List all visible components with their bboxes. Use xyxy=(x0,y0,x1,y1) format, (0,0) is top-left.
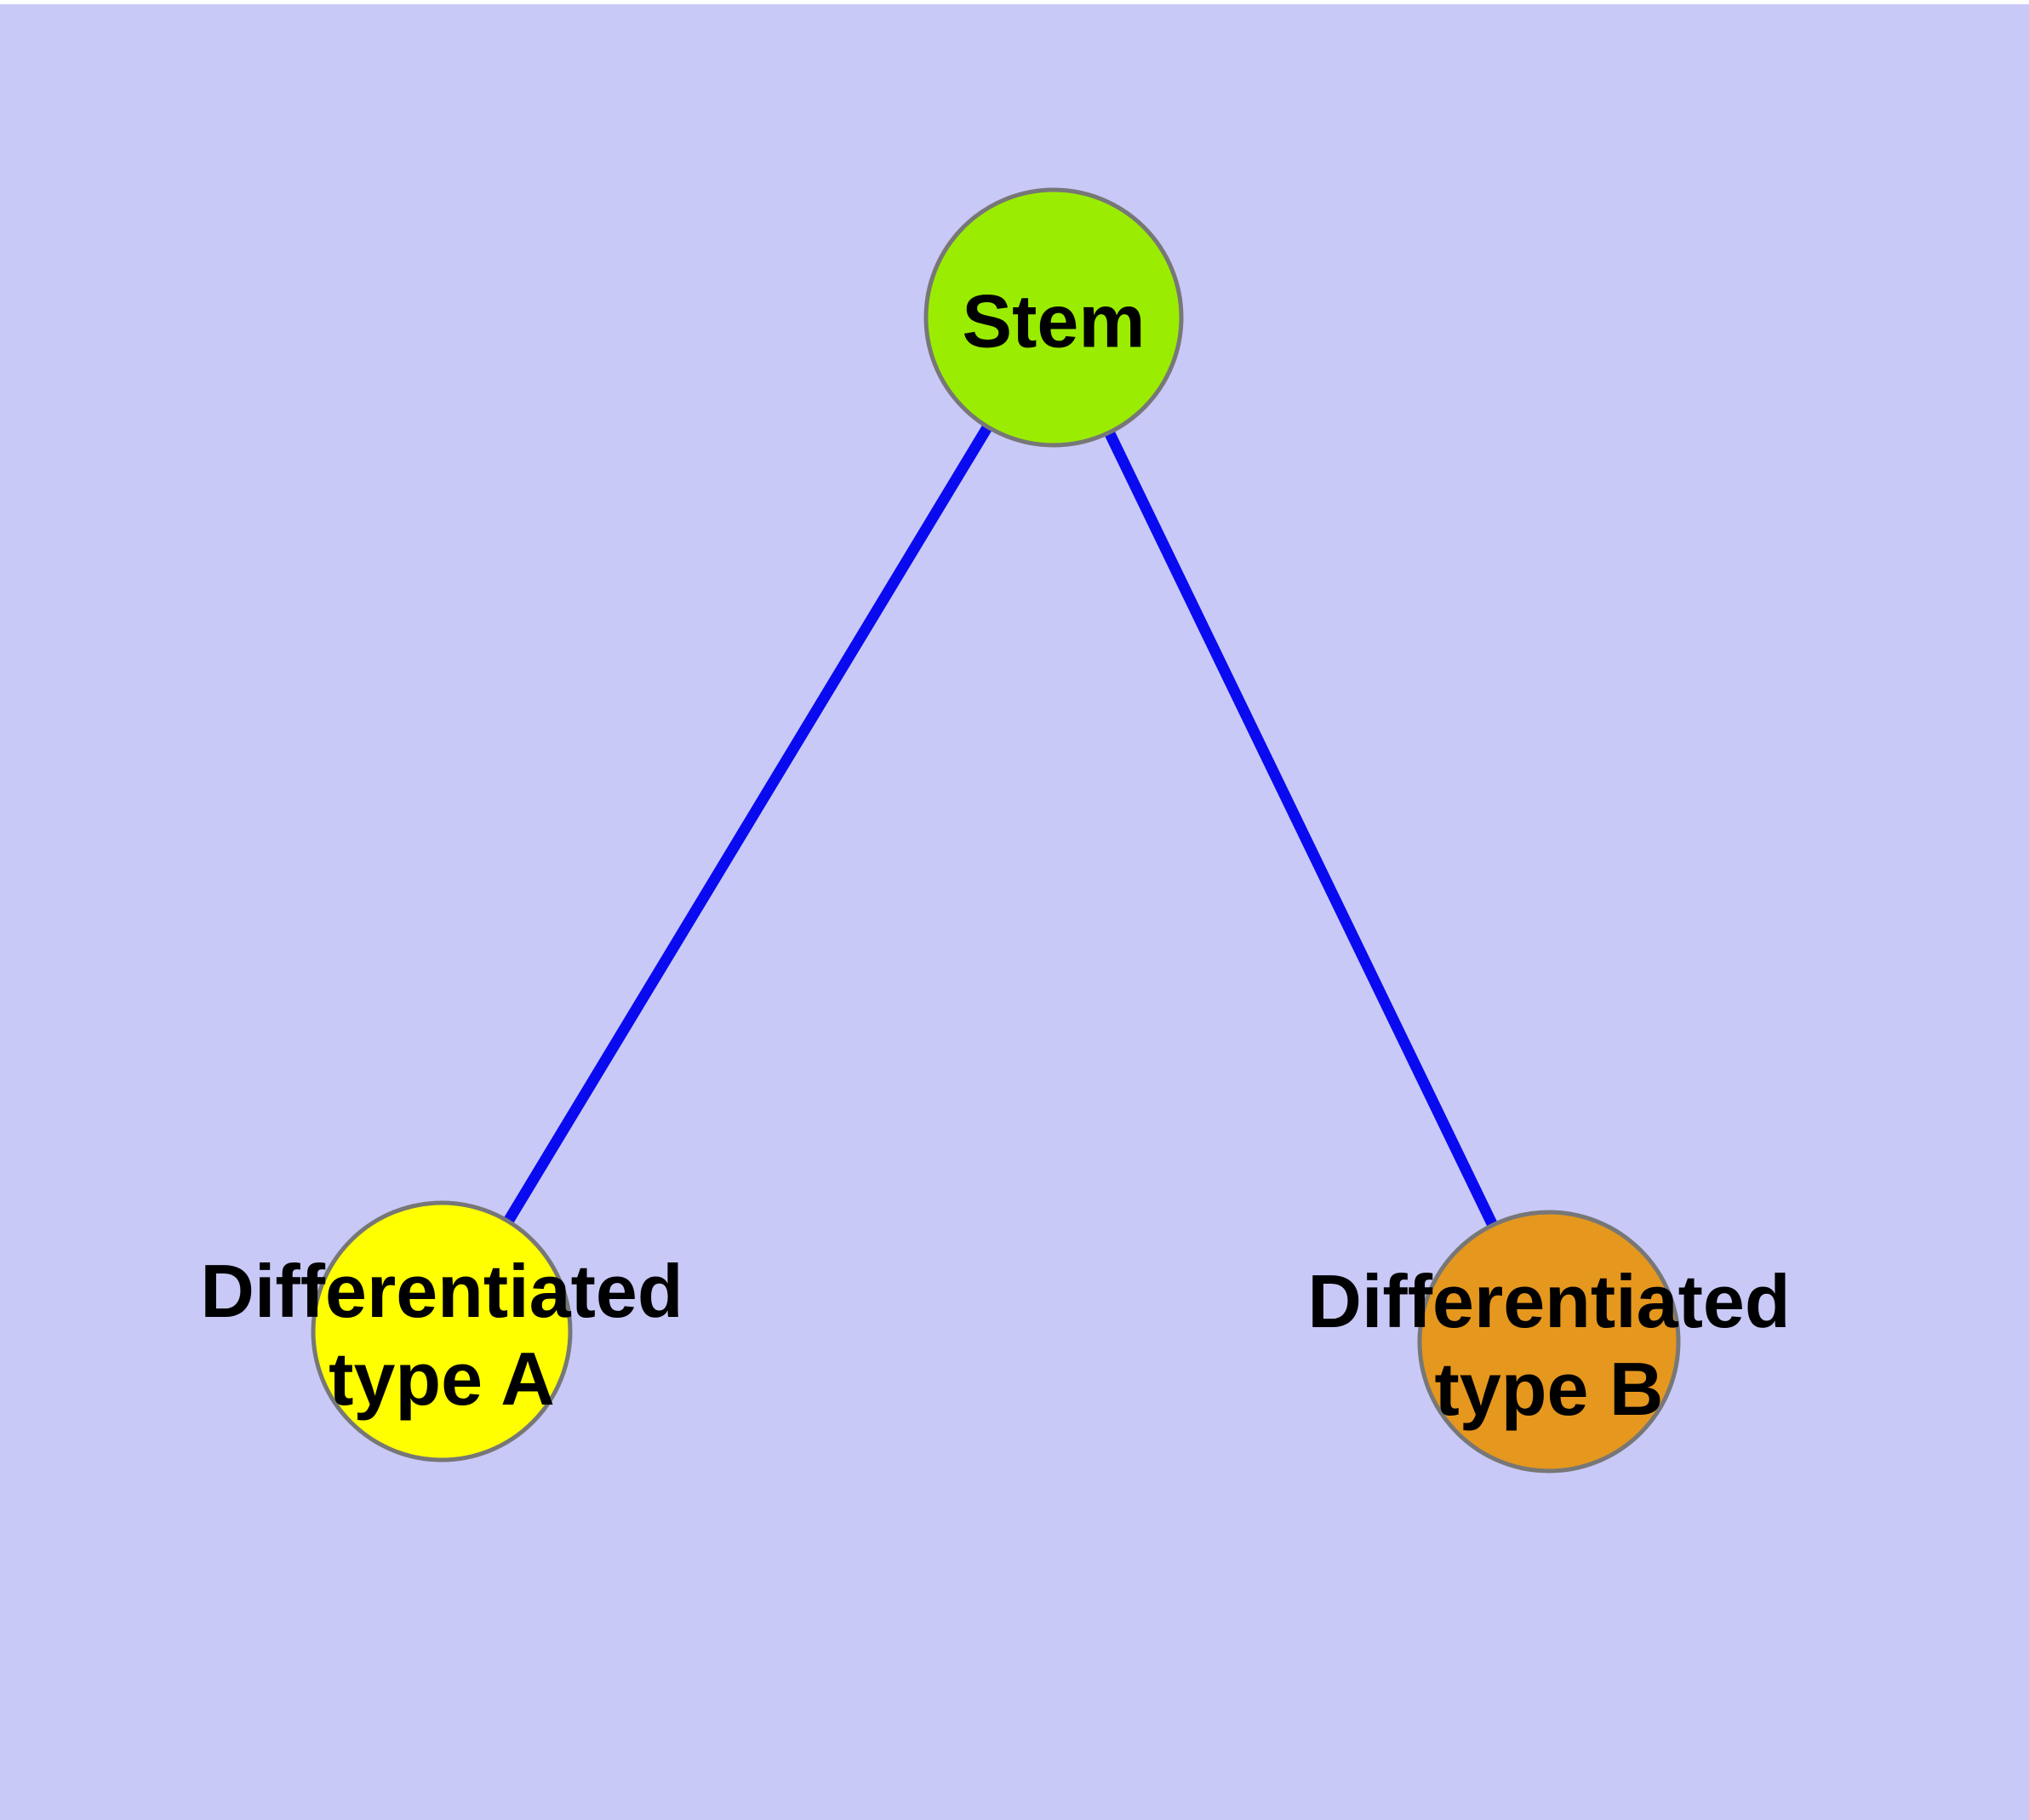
nodes-layer xyxy=(311,187,1681,1474)
node-circle-type-a xyxy=(311,1200,573,1462)
edge-stem-type-b xyxy=(1049,315,1554,1344)
node-circle-type-b xyxy=(1417,1210,1681,1474)
edge-stem-type-a xyxy=(437,314,1059,1335)
node-circle-stem xyxy=(923,187,1184,448)
edges-layer xyxy=(437,314,1554,1344)
